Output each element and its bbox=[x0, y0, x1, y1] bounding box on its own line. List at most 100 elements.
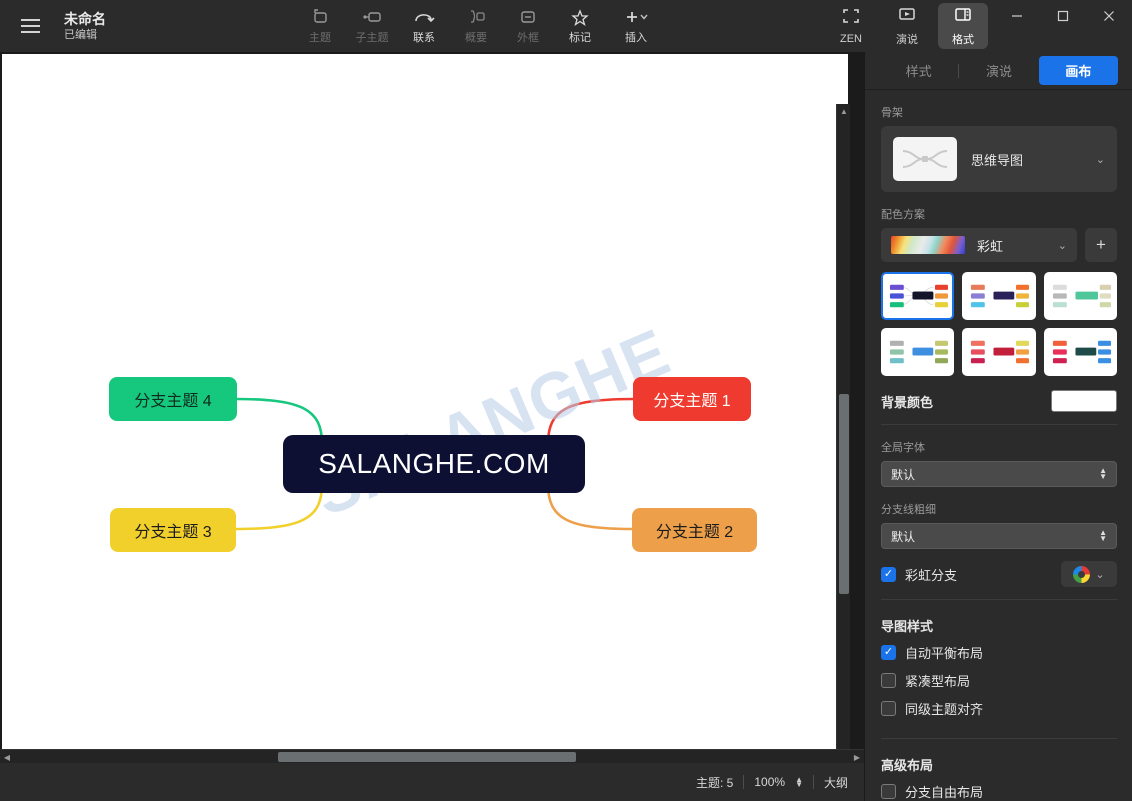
zoom-stepper-icon: ▲▼ bbox=[795, 775, 803, 789]
toolbar-item-subtopic[interactable]: 子主题 bbox=[348, 3, 396, 49]
chevron-down-icon: ⌄ bbox=[1095, 153, 1105, 166]
scroll-right-arrow-icon[interactable]: ▶ bbox=[853, 752, 861, 762]
topic-icon bbox=[311, 7, 329, 27]
add-color-scheme-button[interactable]: + bbox=[1085, 228, 1117, 262]
branch-width-select[interactable]: 默认 ▲▼ bbox=[881, 523, 1117, 549]
free-branch-layout-checkbox[interactable] bbox=[881, 784, 896, 799]
status-bar: 主题: 5 100% ▲▼ 大纲 bbox=[0, 763, 864, 801]
scroll-left-arrow-icon[interactable]: ◀ bbox=[3, 752, 11, 762]
vertical-scroll-thumb[interactable] bbox=[839, 394, 849, 594]
zoom-stepper[interactable]: ▲▼ bbox=[795, 775, 803, 789]
rainbow-color-picker-button[interactable]: ⌄ bbox=[1061, 561, 1117, 587]
toolbar-label-subtopic: 子主题 bbox=[355, 32, 389, 44]
auto-balance-checkbox[interactable] bbox=[881, 645, 896, 660]
global-font-select[interactable]: 默认 ▲▼ bbox=[881, 461, 1117, 487]
stepper-icon: ▲▼ bbox=[1099, 528, 1107, 543]
toolbar-label-insert: 插入 bbox=[625, 32, 647, 44]
branch-topic-node-3[interactable]: 分支主题 3 bbox=[110, 508, 236, 552]
skeleton-section-label: 骨架 bbox=[881, 107, 903, 119]
theme-preview-icon bbox=[883, 332, 953, 372]
branch-topic-node-1[interactable]: 分支主题 1 bbox=[633, 377, 751, 421]
rainbow-branch-checkbox[interactable] bbox=[881, 566, 896, 582]
theme-card-4[interactable] bbox=[881, 328, 955, 376]
color-scheme-row: 彩虹 ⌄ + bbox=[881, 228, 1117, 262]
presentation-button[interactable]: 演说 bbox=[882, 3, 932, 49]
toolbar-item-marker[interactable]: 标记 bbox=[556, 3, 604, 49]
compact-layout-checkbox[interactable] bbox=[881, 673, 896, 688]
theme-card-5[interactable] bbox=[962, 328, 1036, 376]
hamburger-menu-icon[interactable] bbox=[8, 0, 52, 52]
tab-presentation[interactable]: 演说 bbox=[985, 64, 1012, 79]
map-style-title: 导图样式 bbox=[881, 619, 934, 634]
window-controls bbox=[994, 0, 1132, 52]
scroll-up-arrow-icon[interactable]: ▲ bbox=[840, 106, 848, 116]
mindmap-canvas[interactable]: SALANGHE SALANGHE.COM 分支主题 1 分支主题 2 分支主题… bbox=[2, 54, 848, 763]
theme-card-3[interactable] bbox=[1043, 272, 1117, 320]
skeleton-thumbnail-icon bbox=[893, 137, 957, 181]
horizontal-scrollbar[interactable]: ◀ ▶ bbox=[0, 749, 864, 763]
toolbar-label-relationship: 联系 bbox=[413, 32, 435, 44]
branch-topic-node-4[interactable]: 分支主题 4 bbox=[109, 377, 237, 421]
star-marker-icon bbox=[571, 7, 589, 27]
horizontal-scroll-thumb[interactable] bbox=[278, 752, 576, 762]
skeleton-selected-name: 思维导图 bbox=[971, 152, 1024, 168]
zoom-level[interactable]: 100% bbox=[754, 775, 786, 789]
panel-divider-2 bbox=[881, 599, 1117, 600]
format-panel-button[interactable]: 格式 bbox=[938, 3, 988, 49]
compact-layout-label: 紧凑型布局 bbox=[905, 674, 971, 689]
map-style-option-3: 同级主题对齐 bbox=[881, 699, 1117, 718]
toolbar-item-boundary[interactable]: 外框 bbox=[504, 3, 552, 49]
outline-button[interactable]: 大纲 bbox=[823, 775, 848, 790]
presentation-label: 演说 bbox=[896, 34, 918, 46]
zen-mode-button[interactable]: ZEN bbox=[826, 3, 876, 49]
vertical-scrollbar[interactable]: ▲ ▼ bbox=[836, 104, 850, 801]
toolbar-label-topic: 主题 bbox=[309, 32, 331, 44]
theme-card-6[interactable] bbox=[1043, 328, 1117, 376]
panel-content: 骨架 思维导图 ⌄ 配色方案 彩虹 ⌄ bbox=[865, 90, 1132, 801]
skeleton-selector[interactable]: 思维导图 ⌄ bbox=[881, 126, 1117, 192]
theme-card-2[interactable] bbox=[962, 272, 1036, 320]
close-button[interactable] bbox=[1086, 0, 1132, 32]
theme-preview-icon bbox=[1045, 332, 1115, 372]
zen-fullscreen-icon bbox=[841, 7, 861, 30]
color-scheme-section-label: 配色方案 bbox=[881, 209, 925, 221]
status-divider-1 bbox=[743, 775, 745, 789]
panel-divider-3 bbox=[881, 738, 1117, 739]
theme-preview-icon bbox=[883, 276, 953, 316]
advanced-layout-title: 高级布局 bbox=[881, 758, 934, 773]
central-topic-node[interactable]: SALANGHE.COM bbox=[283, 435, 585, 493]
color-scheme-dropdown[interactable]: 彩虹 ⌄ bbox=[881, 228, 1077, 262]
rainbow-branch-label: 彩虹分支 bbox=[905, 567, 958, 583]
zen-label: ZEN bbox=[840, 33, 862, 45]
theme-card-1[interactable] bbox=[881, 272, 955, 320]
boundary-frame-icon bbox=[519, 7, 537, 27]
free-branch-layout-label: 分支自由布局 bbox=[905, 785, 984, 800]
tab-canvas[interactable]: 画布 bbox=[1038, 56, 1118, 85]
branch-topic-node-2[interactable]: 分支主题 2 bbox=[632, 508, 757, 552]
toolbar-item-relationship[interactable]: 联系 bbox=[400, 3, 448, 49]
title-bar: 未命名 已编辑 主题 子主题 联系 bbox=[0, 0, 1132, 52]
status-divider-2 bbox=[812, 775, 814, 789]
rainbow-gradient-swatch bbox=[891, 236, 965, 254]
background-color-label: 背景颜色 bbox=[881, 394, 934, 410]
toolbar-item-insert[interactable]: 插入 bbox=[608, 3, 664, 49]
document-status: 已编辑 bbox=[64, 28, 97, 41]
sibling-align-checkbox[interactable] bbox=[881, 701, 896, 716]
toolbar-label-summary: 概要 bbox=[465, 32, 487, 44]
map-style-option-2: 紧凑型布局 bbox=[881, 671, 1117, 690]
toolbar-label-boundary: 外框 bbox=[517, 32, 539, 44]
minimize-button[interactable] bbox=[994, 0, 1040, 32]
maximize-button[interactable] bbox=[1040, 0, 1086, 32]
toolbar-label-marker: 标记 bbox=[569, 32, 591, 44]
panel-divider-1 bbox=[881, 424, 1117, 425]
presentation-play-icon bbox=[897, 5, 917, 28]
right-toolbar: ZEN 演说 格式 bbox=[826, 3, 988, 49]
toolbar-item-summary[interactable]: 概要 bbox=[452, 3, 500, 49]
toolbar-item-topic[interactable]: 主题 bbox=[296, 3, 344, 49]
tab-style[interactable]: 样式 bbox=[905, 64, 932, 79]
auto-balance-label: 自动平衡布局 bbox=[905, 646, 984, 661]
background-color-swatch[interactable] bbox=[1051, 390, 1117, 412]
chevron-down-icon: ⌄ bbox=[1095, 568, 1105, 581]
theme-preview-icon bbox=[964, 332, 1034, 372]
